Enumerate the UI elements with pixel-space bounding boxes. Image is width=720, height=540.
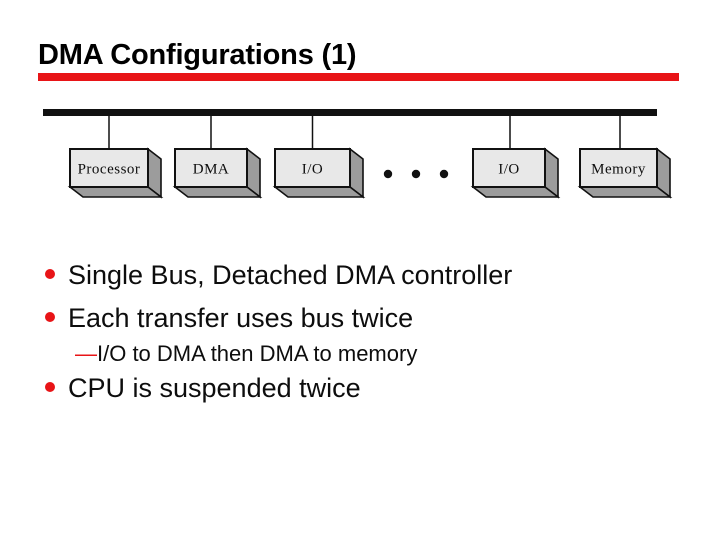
system-bus-line <box>43 109 657 116</box>
node-memory: Memory <box>577 147 673 199</box>
bullet-item: Single Bus, Detached DMA controller <box>45 259 513 291</box>
node-label: I/O <box>302 162 324 178</box>
box-3d-bottom-face <box>272 186 366 198</box>
node-io-1: I/O <box>272 147 366 199</box>
bullet-text: Single Bus, Detached DMA controller <box>68 260 513 290</box>
bullet-item: Each transfer uses bus twice <box>45 302 414 334</box>
node-io-2: I/O <box>470 147 561 199</box>
box-front-face <box>274 148 351 188</box>
node-label: Processor <box>78 162 141 178</box>
bullet-text: CPU is suspended twice <box>68 373 361 403</box>
box-front-face <box>69 148 149 188</box>
bullet-text: Each transfer uses bus twice <box>68 303 414 333</box>
title-underline-rule <box>38 73 679 81</box>
ellipsis-dot <box>439 169 449 179</box>
node-label: Memory <box>591 162 646 178</box>
node-label: DMA <box>193 162 230 178</box>
ellipsis-dot <box>383 169 393 179</box>
node-dma: DMA <box>172 147 263 199</box>
node-processor: Processor <box>67 147 164 199</box>
slide-title: DMA Configurations (1) <box>38 39 357 71</box>
node-label: I/O <box>498 162 520 178</box>
bullet-dot-icon <box>45 382 55 392</box>
box-3d-bottom-face <box>172 186 263 198</box>
box-front-face <box>472 148 546 188</box>
box-front-face <box>579 148 658 188</box>
box-3d-bottom-face <box>67 186 164 198</box>
box-3d-bottom-face <box>577 186 673 198</box>
ellipsis-dot <box>411 169 421 179</box>
sub-bullet-dash: — <box>75 341 97 366</box>
bullet-item: CPU is suspended twice <box>45 372 361 404</box>
bullet-dot-icon <box>45 269 55 279</box>
box-3d-bottom-face <box>470 186 561 198</box>
bullet-text: I/O to DMA then DMA to memory <box>97 341 418 366</box>
ellipsis <box>383 169 449 179</box>
box-front-face <box>174 148 248 188</box>
sub-bullet-item: —I/O to DMA then DMA to memory <box>75 341 417 367</box>
bullet-dot-icon <box>45 312 55 322</box>
